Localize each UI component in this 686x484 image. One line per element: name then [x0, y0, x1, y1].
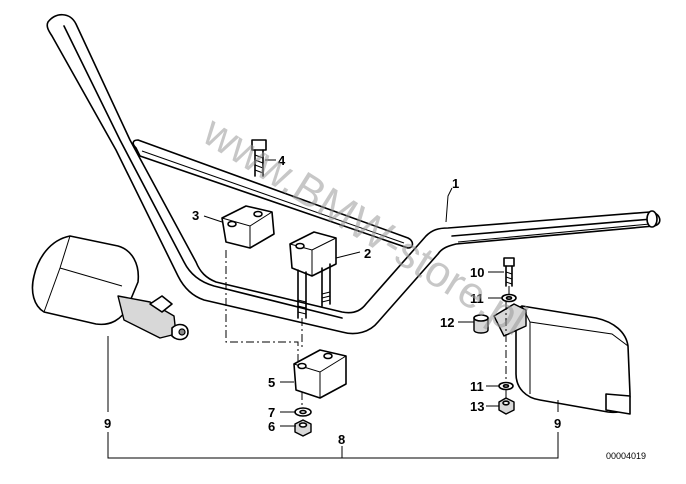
callout-9-right: 9: [554, 416, 561, 431]
callout-9-left: 9: [104, 416, 111, 431]
washer-11-bottom: [498, 381, 514, 391]
callout-10: 10: [470, 265, 484, 280]
callout-11-top: 11: [470, 291, 484, 306]
callout-labels: 1 2 3 4 5 6 7 8 9 9 10 11 12 11 13: [104, 153, 561, 447]
callout-5: 5: [268, 375, 275, 390]
nut-13: [498, 397, 515, 415]
diagram-code: 00004019: [606, 451, 646, 461]
washer-7: [294, 407, 312, 417]
callout-7: 7: [268, 405, 275, 420]
callout-6: 6: [268, 419, 275, 434]
clamp-lower-5: [293, 349, 347, 399]
washer-11-top: [501, 293, 517, 303]
riser-2: [289, 231, 337, 319]
callout-4: 4: [278, 153, 286, 168]
nut-6: [294, 419, 312, 437]
callout-1: 1: [452, 176, 459, 191]
clamp-upper-3: [221, 205, 275, 249]
handlebar: [46, 13, 661, 335]
callout-8: 8: [338, 432, 345, 447]
bolt-4: [251, 139, 267, 177]
leader-lines: [107, 159, 559, 459]
spacer-12: [473, 314, 489, 334]
callout-12: 12: [440, 315, 454, 330]
callout-11-bottom: 11: [470, 379, 484, 394]
bolt-10: [503, 257, 515, 287]
callout-3: 3: [192, 208, 199, 223]
hand-guard-right: [493, 303, 631, 415]
callout-13: 13: [470, 399, 484, 414]
hand-guard-left: [31, 235, 189, 341]
callout-2: 2: [364, 246, 371, 261]
